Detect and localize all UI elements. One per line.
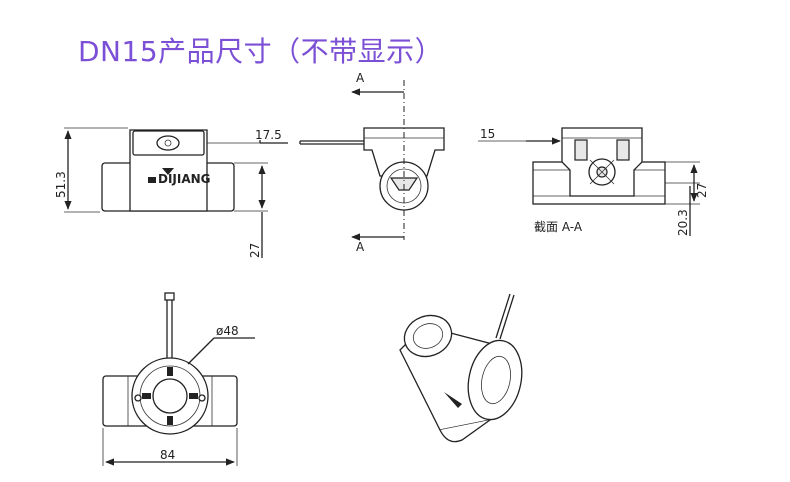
- section-caption: 截面 A-A: [534, 220, 583, 234]
- side-housing: [363, 127, 445, 177]
- dim-section-height: 27: [695, 183, 709, 198]
- logo-text: DIJIANG: [158, 172, 211, 186]
- iso-view: [399, 293, 523, 443]
- dim-lower-height: 27: [248, 243, 262, 258]
- section-mark-top: A: [356, 71, 365, 85]
- section-view: 15 27 20.3 截面 A-A: [478, 127, 709, 236]
- logo-mark-icon: [148, 177, 156, 183]
- dim-diameter: ø48: [216, 324, 239, 338]
- iso-pipe-end: [403, 314, 453, 358]
- top-view: ø48 84: [102, 292, 255, 466]
- page-title: DN15产品尺寸（不带显示）: [78, 35, 444, 68]
- dim-section-lower: 20.3: [676, 209, 690, 236]
- cap-ellipse: [156, 135, 180, 151]
- side-view: A A: [299, 71, 445, 254]
- dim-section-top: 15: [480, 127, 495, 141]
- iso-pipe-lower: [439, 419, 491, 443]
- iso-flange: [467, 339, 523, 421]
- iso-cable: [495, 293, 511, 339]
- dim-height-total: 51.3: [54, 171, 68, 198]
- front-view: DIJIANG 51.3 17.5 27: [54, 127, 288, 258]
- dim-top-offset: 17.5: [255, 128, 282, 142]
- arrow-icon: [162, 168, 174, 175]
- section-mark-bottom: A: [356, 240, 365, 254]
- dim-length: 84: [160, 448, 175, 462]
